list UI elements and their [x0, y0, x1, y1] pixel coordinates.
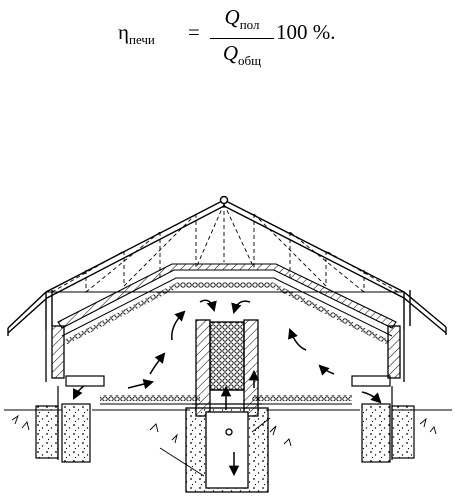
ridge-knob [221, 197, 228, 204]
arrow-bench-left [128, 382, 152, 388]
roof-truss [52, 204, 398, 292]
arrow-up-right [290, 330, 306, 350]
numerator-symbol: Q [225, 5, 240, 29]
eta-subscript: печи [129, 32, 155, 47]
formula-lhs: ηпечи [118, 20, 155, 48]
denominator: Qобщ [210, 42, 274, 72]
equals-sign: = [188, 20, 200, 45]
numerator: Qпол [210, 6, 274, 36]
damper-knob [226, 429, 232, 435]
arrow-down-left [200, 300, 214, 310]
efficiency-formula: ηпечи = Qпол Qобщ 100 %. [118, 6, 338, 58]
fraction-bar [210, 38, 274, 39]
numerator-subscript: пол [240, 17, 260, 32]
arrow-up-left [172, 312, 184, 340]
formula-tail: 100 %. [276, 20, 336, 45]
arrow-corner-left [74, 386, 84, 398]
denominator-symbol: Q [223, 41, 238, 65]
arrow-rise-left [150, 354, 164, 374]
eta-symbol: η [118, 20, 129, 44]
fraction: Qпол Qобщ [210, 6, 274, 72]
arrow-rise-right [320, 366, 334, 374]
denominator-subscript: общ [238, 53, 261, 68]
arrow-corner-right [362, 392, 380, 402]
greenhouse-cross-section [0, 185, 455, 495]
stove [160, 320, 270, 492]
arrow-down-right [234, 301, 250, 312]
